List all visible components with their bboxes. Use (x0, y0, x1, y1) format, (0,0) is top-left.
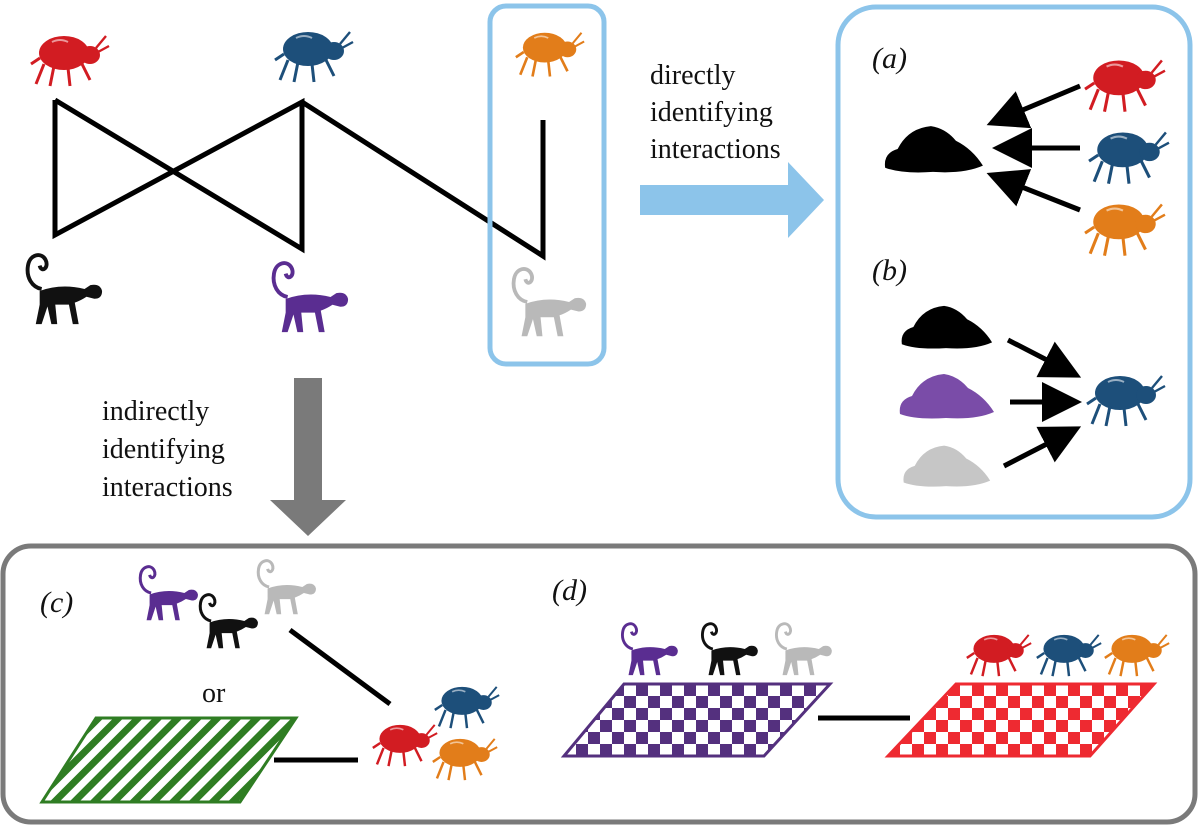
panel-c-label: (c) (40, 586, 73, 619)
panel-b-label: (b) (872, 254, 907, 287)
or-label: or (202, 678, 226, 709)
habitat-grid-purple (560, 682, 834, 758)
panel-c-links (274, 627, 392, 763)
beetle-red-icon (372, 723, 438, 768)
network-link-bowtie (52, 97, 305, 254)
direct-label-1: directly (650, 60, 736, 91)
panel-cd-box (0, 543, 1198, 825)
beetle-orange-icon (432, 737, 498, 782)
monkey-black-icon (700, 622, 760, 677)
network-link-zigzag (300, 99, 546, 261)
beetle-orange-icon (515, 31, 585, 78)
beetle-blue-icon (1036, 633, 1102, 678)
beetle-blue-icon (434, 685, 500, 730)
direct-arrow (640, 162, 824, 238)
beetle-blue-icon (1086, 374, 1166, 428)
highlight-box (487, 3, 607, 367)
monkey-purple-icon (271, 261, 351, 335)
beetle-blue-icon (273, 30, 355, 84)
dung-grey-icon (903, 445, 991, 487)
direct-label-3: interactions (650, 134, 781, 165)
beetle-red-icon (1084, 58, 1166, 114)
direct-label-2: identifying (650, 97, 773, 128)
indirect-label-1: indirectly (102, 396, 209, 427)
habitat-patch-icon (39, 716, 299, 804)
monkey-black-icon (25, 253, 105, 327)
indirect-label-2: identifying (102, 434, 225, 465)
beetle-orange-icon (1084, 202, 1166, 258)
panel-d-label: (d) (552, 574, 587, 607)
panel-b-arrows (1002, 337, 1082, 469)
habitat-grid-red (884, 682, 1158, 758)
dung-purple-icon (899, 374, 994, 419)
monkey-purple-icon (620, 622, 680, 677)
beetle-orange-icon (1104, 633, 1170, 678)
beetle-red-icon (29, 34, 111, 88)
beetle-red-icon (966, 633, 1032, 678)
monkey-purple-icon (138, 565, 200, 622)
monkey-grey-icon (774, 622, 834, 677)
network-links (52, 97, 546, 261)
panel-a-label: (a) (872, 42, 907, 75)
monkey-grey-icon (256, 559, 318, 616)
indirect-label-3: interactions (102, 472, 233, 503)
monkey-black-icon (198, 593, 260, 650)
panel-a-arrows (986, 83, 1081, 213)
monkey-grey-icon (511, 267, 589, 339)
beetle-blue-icon (1088, 130, 1170, 186)
dung-black-icon (901, 305, 993, 349)
dung-black-icon (884, 126, 983, 173)
indirect-arrow (270, 378, 346, 536)
panel-ab-box (835, 4, 1193, 520)
